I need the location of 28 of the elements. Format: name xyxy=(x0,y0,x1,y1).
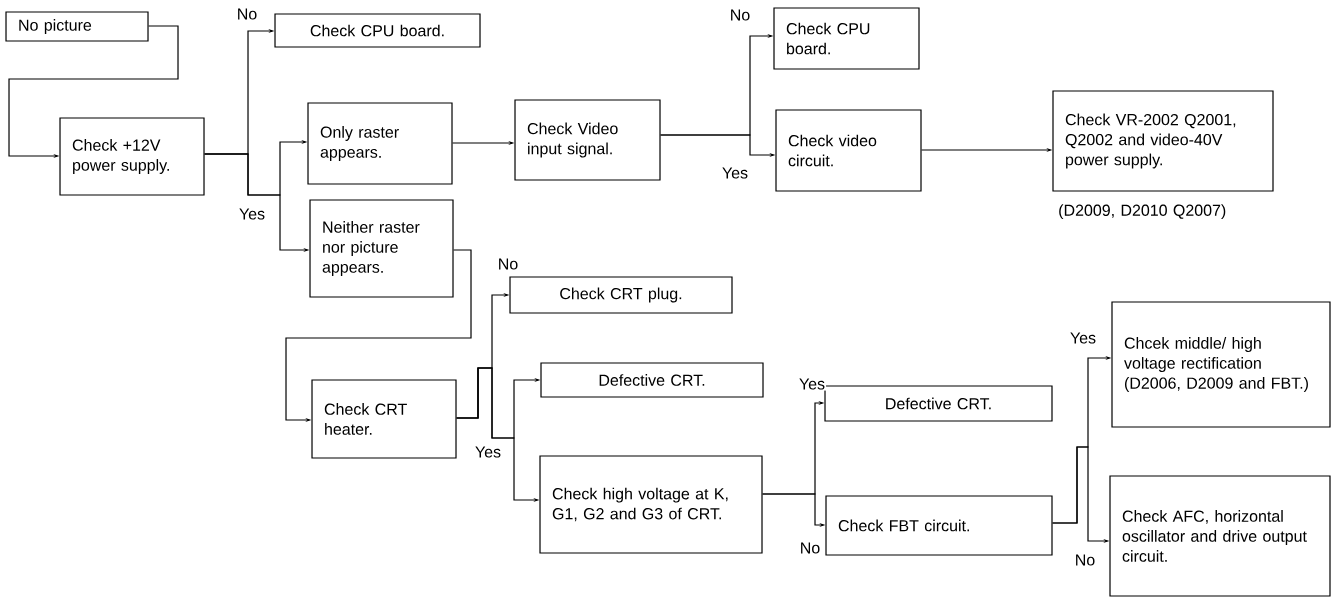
edge-label: No xyxy=(728,8,752,22)
note-text: (D2009, D2010 Q2007) xyxy=(1059,204,1226,220)
process-box: Check high voltage at K, G1, G2 and G3 of CRT. xyxy=(539,455,763,554)
process-box: No picture xyxy=(5,11,149,42)
process-box: Defective CRT. xyxy=(824,385,1053,422)
process-box: Check Video input signal. xyxy=(514,99,661,181)
edge-label: No xyxy=(1073,553,1097,567)
process-box: Neither raster nor picture appears. xyxy=(309,199,454,298)
process-box: Check CRT plug. xyxy=(509,276,733,314)
process-box: Chcek middle/ high voltage rectification (D2006, D2009 and FBT.) xyxy=(1111,301,1331,428)
process-box: Check video circuit. xyxy=(775,109,922,192)
process-box: Check CRT heater. xyxy=(311,379,457,459)
edge-label: No xyxy=(496,257,520,271)
edge-label: No xyxy=(798,541,822,555)
process-box: Defective CRT. xyxy=(540,362,764,398)
edge-label: No xyxy=(235,7,259,21)
process-box: Check AFC, horizontal oscillator and drive output circuit. xyxy=(1109,475,1331,597)
edge-label: Yes xyxy=(720,166,750,180)
edge-label: Yes xyxy=(1068,331,1098,345)
edge-label: Yes xyxy=(237,207,267,221)
edge-label: Yes xyxy=(797,377,827,391)
process-box: Check VR-2002 Q2001, Q2002 and video-40V power supply. xyxy=(1052,90,1274,192)
process-box: Check CPU board. xyxy=(773,7,920,70)
process-box: Only raster appears. xyxy=(307,102,453,185)
process-box: Check FBT circuit. xyxy=(825,495,1053,556)
process-box: Check +12V power supply. xyxy=(59,117,205,196)
process-box: Check CPU board. xyxy=(274,13,481,48)
edge-label: Yes xyxy=(473,445,503,459)
